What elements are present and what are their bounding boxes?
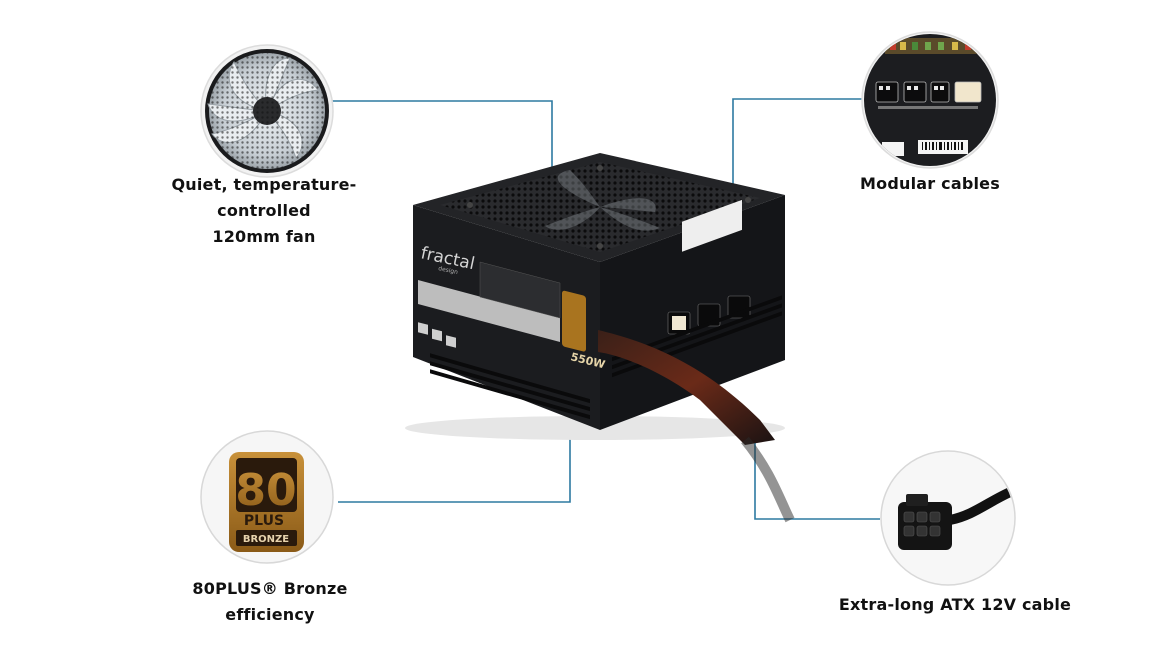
fan-feature-line1: Quiet, temperature-controlled bbox=[171, 175, 357, 220]
power-supply-unit: fractal design 550W bbox=[405, 153, 795, 523]
sleeved-cable-bundle bbox=[598, 330, 775, 445]
atx-feature-label: Extra-long ATX 12V cable bbox=[835, 592, 1075, 618]
psu-brand-sub: design bbox=[438, 265, 459, 276]
fan-feature-label: Quiet, temperature-controlled 120mm fan bbox=[130, 172, 398, 250]
modular-feature-label: Modular cables bbox=[840, 171, 1020, 197]
bronze-feature-label: 80PLUS® Bronze efficiency bbox=[145, 576, 395, 628]
bronze-thumbnail: 80 PLUS BRONZE bbox=[200, 430, 334, 564]
fan-thumbnail bbox=[200, 44, 334, 178]
80plus-bronze-badge: 80 PLUS BRONZE bbox=[229, 452, 304, 552]
badge-plus: PLUS bbox=[244, 513, 284, 529]
badge-number: 80 bbox=[235, 465, 296, 516]
atx-feature-line1: Extra-long ATX 12V cable bbox=[838, 595, 1072, 614]
modular-sockets-icon bbox=[875, 81, 950, 103]
modular-thumbnail bbox=[861, 31, 999, 169]
badge-tier: BRONZE bbox=[243, 534, 289, 545]
atx-leader-line bbox=[754, 440, 880, 520]
bronze-feature-line1: 80PLUS® Bronze efficiency bbox=[192, 579, 348, 624]
atx-connector-icon bbox=[898, 485, 1014, 550]
atx-thumbnail bbox=[880, 450, 1016, 586]
fan-leader-line bbox=[332, 100, 553, 188]
fan-feature-line2: 120mm fan bbox=[212, 227, 316, 246]
modular-feature-line1: Modular cables bbox=[860, 174, 1000, 193]
